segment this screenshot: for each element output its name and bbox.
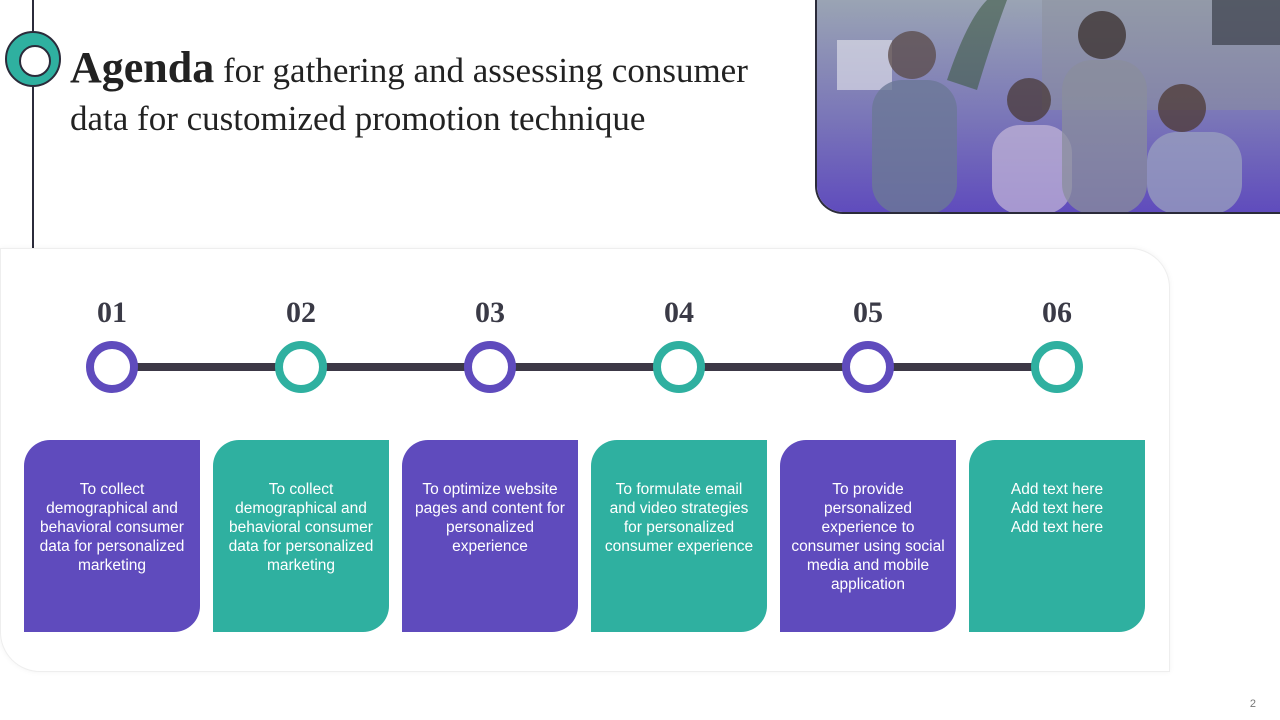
timeline-node	[464, 341, 516, 393]
timeline-node	[653, 341, 705, 393]
vertical-accent-line	[32, 0, 34, 248]
step-card: Add text here Add text here Add text her…	[969, 440, 1145, 632]
step-text: To collect demographical and behavioral …	[228, 481, 374, 574]
ring-icon	[5, 31, 61, 87]
step-card: To collect demographical and behavioral …	[24, 440, 200, 632]
step-card: To provide personalized experience to co…	[780, 440, 956, 632]
title-rest: for gathering and assessing consumer dat…	[70, 51, 748, 138]
step-card: To formulate email and video strategies …	[591, 440, 767, 632]
step-number: 03	[475, 296, 505, 329]
step-card: To collect demographical and behavioral …	[213, 440, 389, 632]
step-card: To optimize website pages and content fo…	[402, 440, 578, 632]
step-text: To collect demographical and behavioral …	[39, 481, 185, 574]
timeline-bar	[112, 363, 1057, 371]
timeline-node	[842, 341, 894, 393]
slide-title: Agenda for gathering and assessing consu…	[70, 44, 810, 143]
step-text: To optimize website pages and content fo…	[415, 481, 565, 555]
step-number: 02	[286, 296, 316, 329]
title-bold: Agenda	[70, 43, 215, 92]
page-number: 2	[1249, 698, 1256, 710]
timeline-node	[275, 341, 327, 393]
timeline-node	[86, 341, 138, 393]
step-text: Add text here Add text here Add text her…	[1010, 481, 1104, 536]
step-number: 05	[853, 296, 883, 329]
step-text: To formulate email and video strategies …	[604, 481, 754, 555]
step-number: 01	[97, 296, 127, 329]
step-number: 04	[664, 296, 694, 329]
timeline-node	[1031, 341, 1083, 393]
step-number: 06	[1042, 296, 1072, 329]
team-photo	[815, 0, 1280, 214]
step-text: To provide personalized experience to co…	[791, 481, 945, 593]
